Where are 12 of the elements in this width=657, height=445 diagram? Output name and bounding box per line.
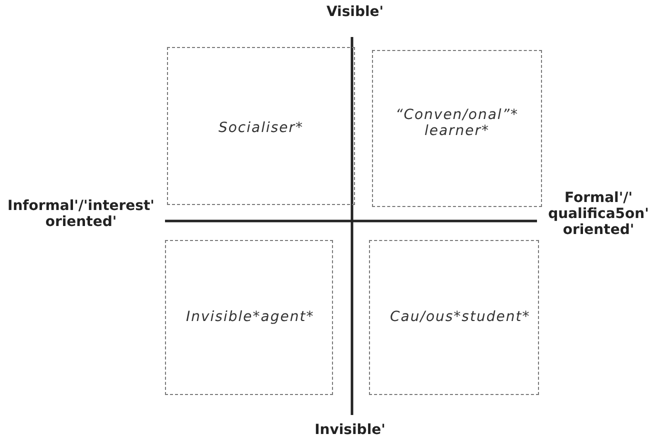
axis-label: Informal'/'interest' oriented' [6,198,156,230]
quadrant-label: Invisible*agent* [185,309,316,325]
quadrant-box [167,47,355,205]
quadrant-label: Cau/ous*student* [389,309,532,325]
quadrant-label: “Conven/onal”* learner* [394,107,520,139]
quadrant-box [372,50,542,207]
quadrant-box [369,240,539,395]
quadrant-label: Socialiser* [217,120,305,136]
axis-label: Formal'/' qualifica5on' oriented' [547,190,650,238]
axis-label: Visible' [325,4,385,20]
axis-label: Invisible' [314,422,386,438]
quadrant-box [165,240,333,395]
